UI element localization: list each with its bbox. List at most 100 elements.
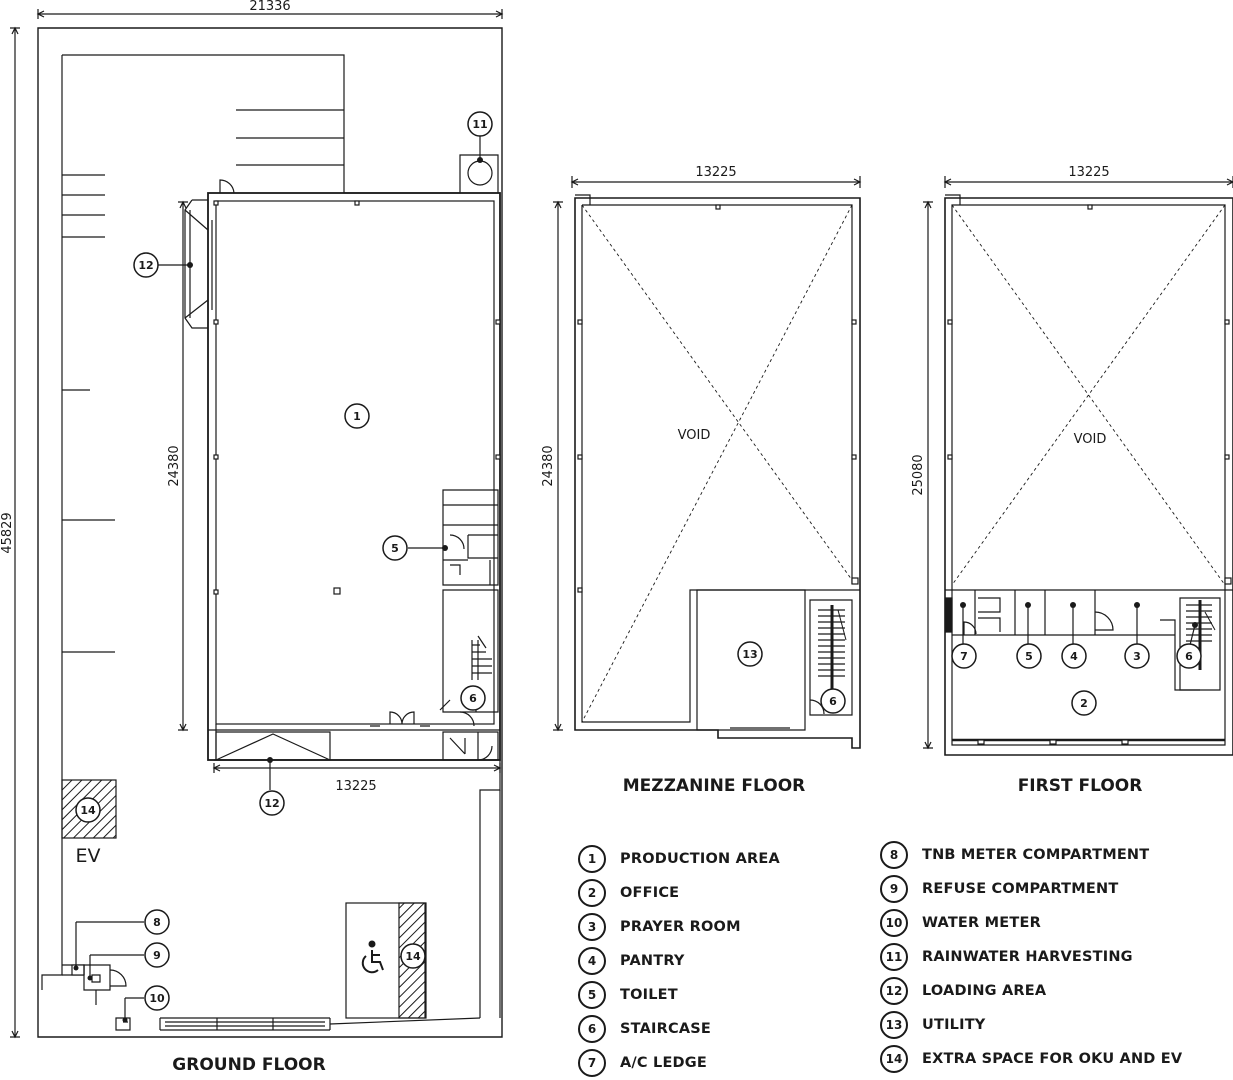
legend-item: 10 WATER METER xyxy=(880,906,1182,940)
legend-number: 12 xyxy=(880,977,908,1005)
legend-label: PANTRY xyxy=(620,953,685,969)
tag-12-bottom-text: 12 xyxy=(264,797,279,810)
tag-4 xyxy=(1061,643,1087,669)
void-label-mezzanine: VOID xyxy=(678,428,711,443)
tag-1-text: 1 xyxy=(353,410,361,423)
tag-5-first xyxy=(1016,643,1042,669)
tag-13-text: 13 xyxy=(742,648,757,661)
legend-label: A/C LEDGE xyxy=(620,1055,707,1071)
legend-item: 8 TNB METER COMPARTMENT xyxy=(880,838,1182,872)
dim-ground-bottom-width: 13225 xyxy=(335,779,376,794)
legend-label: LOADING AREA xyxy=(922,983,1047,999)
tag-4-text: 4 xyxy=(1070,650,1078,663)
tag-14-oku-text: 14 xyxy=(405,950,421,963)
tag-14-oku xyxy=(400,943,426,969)
legend-item: 2 OFFICE xyxy=(578,876,780,910)
tag-5-first-text: 5 xyxy=(1025,650,1033,663)
legend-item: 1 PRODUCTION AREA xyxy=(578,842,780,876)
tag-6-mezz xyxy=(820,688,846,714)
tag-6-ground-text: 6 xyxy=(469,692,477,705)
legend-label: REFUSE COMPARTMENT xyxy=(922,881,1119,897)
dim-first-width: 13225 xyxy=(1068,165,1109,180)
legend-label: TNB METER COMPARTMENT xyxy=(922,847,1150,863)
tag-14-ev xyxy=(75,797,101,823)
legend-label: PRODUCTION AREA xyxy=(620,851,780,867)
dim-ground-width: 21336 xyxy=(249,0,290,14)
tag-3 xyxy=(1124,643,1150,669)
tag-6-first-text: 6 xyxy=(1185,650,1193,663)
tag-6-mezz-text: 6 xyxy=(829,695,837,708)
tag-11 xyxy=(467,111,493,137)
legend-column-right: 8 TNB METER COMPARTMENT 9 REFUSE COMPART… xyxy=(880,838,1182,1076)
legend-number: 1 xyxy=(578,845,606,873)
legend-item: 7 A/C LEDGE xyxy=(578,1046,780,1080)
legend-label: UTILITY xyxy=(922,1017,986,1033)
legend-label: STAIRCASE xyxy=(620,1021,712,1037)
legend-number: 7 xyxy=(578,1049,606,1077)
mezzanine-floor-plan xyxy=(553,176,862,749)
legend-label: TOILET xyxy=(620,987,678,1003)
legend-number: 14 xyxy=(880,1045,908,1073)
tag-14-ev-text: 14 xyxy=(80,804,96,817)
ground-floor-plan xyxy=(10,9,504,1039)
wheelchair-icon xyxy=(361,940,384,974)
dim-ground-inner-length: 24380 xyxy=(167,445,182,486)
first-floor-title: FIRST FLOOR xyxy=(1018,776,1143,796)
tag-5-ground xyxy=(382,535,408,561)
legend-label: OFFICE xyxy=(620,885,680,901)
tag-2 xyxy=(1071,690,1097,716)
legend-number: 3 xyxy=(578,913,606,941)
mezzanine-floor-title: MEZZANINE FLOOR xyxy=(623,776,805,796)
tag-8-text: 8 xyxy=(153,916,161,929)
legend: 1 PRODUCTION AREA 2 OFFICE 3 PRAYER ROOM… xyxy=(578,841,1228,1080)
legend-item: 13 UTILITY xyxy=(880,1008,1182,1042)
tag-3-text: 3 xyxy=(1133,650,1141,663)
legend-item: 12 LOADING AREA xyxy=(880,974,1182,1008)
tag-12-top xyxy=(133,252,159,278)
legend-label: WATER METER xyxy=(922,915,1041,931)
tag-7-text: 7 xyxy=(960,650,968,663)
dim-mezz-length: 24380 xyxy=(541,445,556,486)
legend-item: 3 PRAYER ROOM xyxy=(578,910,780,944)
legend-number: 6 xyxy=(578,1015,606,1043)
legend-number: 11 xyxy=(880,943,908,971)
legend-item: 9 REFUSE COMPARTMENT xyxy=(880,872,1182,906)
dim-first-length: 25080 xyxy=(911,454,926,495)
legend-number: 9 xyxy=(880,875,908,903)
legend-item: 6 STAIRCASE xyxy=(578,1012,780,1046)
legend-number: 4 xyxy=(578,947,606,975)
tag-2-text: 2 xyxy=(1080,697,1088,710)
legend-item: 14 EXTRA SPACE FOR OKU AND EV xyxy=(880,1042,1182,1076)
tag-12-bottom xyxy=(259,790,285,816)
legend-number: 10 xyxy=(880,909,908,937)
tag-8 xyxy=(144,909,170,935)
tag-12-top-text: 12 xyxy=(138,259,153,272)
tag-6-first xyxy=(1176,643,1202,669)
ev-label: EV xyxy=(75,845,100,867)
void-label-first: VOID xyxy=(1074,432,1107,447)
tag-6-ground xyxy=(460,685,486,711)
tag-7 xyxy=(951,643,977,669)
dim-mezz-width: 13225 xyxy=(695,165,736,180)
dim-ground-length: 45829 xyxy=(0,512,15,553)
legend-item: 11 RAINWATER HARVESTING xyxy=(880,940,1182,974)
legend-number: 8 xyxy=(880,841,908,869)
legend-item: 5 TOILET xyxy=(578,978,780,1012)
tag-1 xyxy=(344,403,370,429)
tag-13 xyxy=(737,641,763,667)
legend-number: 2 xyxy=(578,879,606,907)
tag-11-text: 11 xyxy=(472,118,487,131)
tag-10-text: 10 xyxy=(149,992,165,1005)
legend-item: 4 PANTRY xyxy=(578,944,780,978)
legend-label: EXTRA SPACE FOR OKU AND EV xyxy=(922,1051,1183,1067)
legend-number: 5 xyxy=(578,981,606,1009)
legend-label: PRAYER ROOM xyxy=(620,919,741,935)
ground-floor-title: GROUND FLOOR xyxy=(172,1055,325,1075)
tag-5-ground-text: 5 xyxy=(391,542,399,555)
legend-column-left: 1 PRODUCTION AREA 2 OFFICE 3 PRAYER ROOM… xyxy=(578,842,780,1080)
legend-number: 13 xyxy=(880,1011,908,1039)
tag-9-text: 9 xyxy=(153,949,161,962)
tag-9 xyxy=(144,942,170,968)
tag-10 xyxy=(144,985,170,1011)
